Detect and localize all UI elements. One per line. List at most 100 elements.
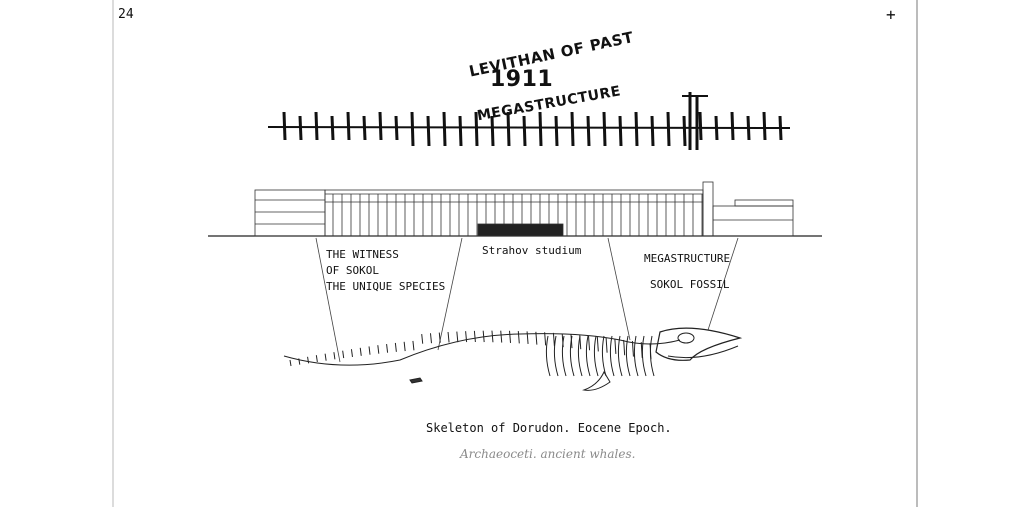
vertebra — [350, 349, 353, 357]
label-stadium: Strahov studium — [482, 244, 582, 257]
comb-tick — [394, 115, 399, 141]
vertebra — [535, 331, 538, 345]
vertebra — [315, 355, 318, 363]
vertebra — [333, 352, 336, 360]
comb-tick — [282, 111, 287, 141]
rib — [649, 335, 655, 377]
comb-tick — [314, 111, 319, 141]
vertebra — [623, 339, 626, 356]
vertebra — [307, 356, 310, 364]
vertebra — [386, 343, 389, 353]
vertebra — [605, 337, 608, 353]
rib — [625, 335, 631, 377]
title-line-2: 1911 — [490, 67, 553, 92]
vertebra — [526, 331, 529, 344]
comb-tick — [730, 111, 735, 141]
vertebra — [596, 336, 599, 352]
vertebra — [588, 335, 591, 351]
comb-tick — [714, 115, 719, 141]
comb-tick — [458, 115, 463, 147]
vertebra — [473, 330, 476, 343]
rib — [633, 335, 639, 377]
vertebra — [500, 330, 503, 343]
rib — [641, 335, 647, 377]
dorudon-skeleton — [283, 327, 743, 391]
comb-tick — [298, 115, 303, 141]
paper — [113, 2, 917, 505]
leader-lines — [315, 237, 739, 363]
rib — [593, 335, 599, 377]
vertebra — [394, 342, 397, 352]
comb-tick — [586, 115, 591, 147]
leader-stadium — [437, 237, 463, 351]
leader-mega-left — [607, 237, 631, 341]
caption-main: Skeleton of Dorudon. Eocene Epoch. — [426, 421, 672, 435]
comb-tick — [490, 115, 495, 147]
rib — [569, 335, 575, 377]
comb-tick — [506, 111, 511, 147]
left-pavilion — [254, 189, 326, 237]
right-annex-top — [734, 199, 794, 207]
rib — [601, 335, 607, 377]
megastructure-comb — [267, 92, 791, 150]
vertebra — [631, 341, 634, 357]
vertebra — [412, 340, 415, 351]
rib — [585, 335, 591, 377]
vertebra — [403, 341, 406, 352]
comb-tick — [698, 111, 703, 141]
vertebra — [429, 333, 432, 344]
comb-tick — [330, 115, 335, 141]
vertebra — [438, 332, 441, 343]
vertebra — [298, 358, 301, 365]
vertebra — [368, 346, 371, 355]
rib — [553, 335, 559, 377]
corner-mark-right: + — [886, 5, 896, 24]
rib — [617, 335, 623, 377]
stadium-entrance — [477, 223, 564, 237]
leader-witness — [315, 237, 341, 363]
stadium-columns — [332, 194, 703, 236]
vertebra — [465, 331, 468, 343]
comb-tick — [426, 115, 431, 147]
vertebra — [544, 332, 547, 346]
skeleton-jaw — [667, 345, 739, 359]
rib — [561, 335, 567, 377]
vertebra — [377, 345, 380, 354]
vertebra — [342, 350, 345, 359]
skeleton-flipper — [582, 370, 611, 391]
comb-tick — [682, 115, 687, 147]
comb-tick — [538, 111, 543, 147]
rib — [577, 335, 583, 377]
comb-tick — [522, 115, 527, 147]
vertebra — [482, 330, 485, 343]
comb-tick — [554, 115, 559, 147]
comb-tick — [378, 111, 383, 141]
vertebra — [359, 347, 362, 356]
label-witness-2: OF SOKOL — [326, 264, 379, 277]
vertebra — [456, 331, 459, 343]
comb-tick — [762, 111, 767, 141]
comb-tick — [602, 111, 607, 147]
label-mega-2: SOKOL FOSSIL — [650, 278, 730, 291]
comb-tick — [634, 111, 639, 147]
comb-tick — [778, 115, 783, 141]
comb-tick — [618, 115, 623, 147]
comb-tick — [362, 115, 367, 141]
rib — [609, 335, 615, 377]
label-mega-1: MEGASTRUCTURE — [644, 252, 730, 265]
skeleton-skull — [655, 327, 743, 361]
vertebra — [421, 333, 424, 344]
caption-sub: Archaeoceti. ancient whales. — [459, 447, 635, 461]
skeleton-eye-socket — [677, 332, 695, 344]
vertebra — [552, 332, 555, 347]
vertebra — [289, 359, 292, 367]
comb-tick — [570, 111, 575, 147]
leader-mega-right — [707, 237, 739, 331]
comb-tick — [410, 111, 415, 147]
label-witness-3: THE UNIQUE SPECIES — [326, 280, 445, 293]
corner-mark-left: 24 — [118, 7, 134, 22]
skeleton-ribs — [545, 335, 655, 377]
vertebra — [517, 331, 520, 344]
skeleton-small-bone — [409, 377, 423, 384]
